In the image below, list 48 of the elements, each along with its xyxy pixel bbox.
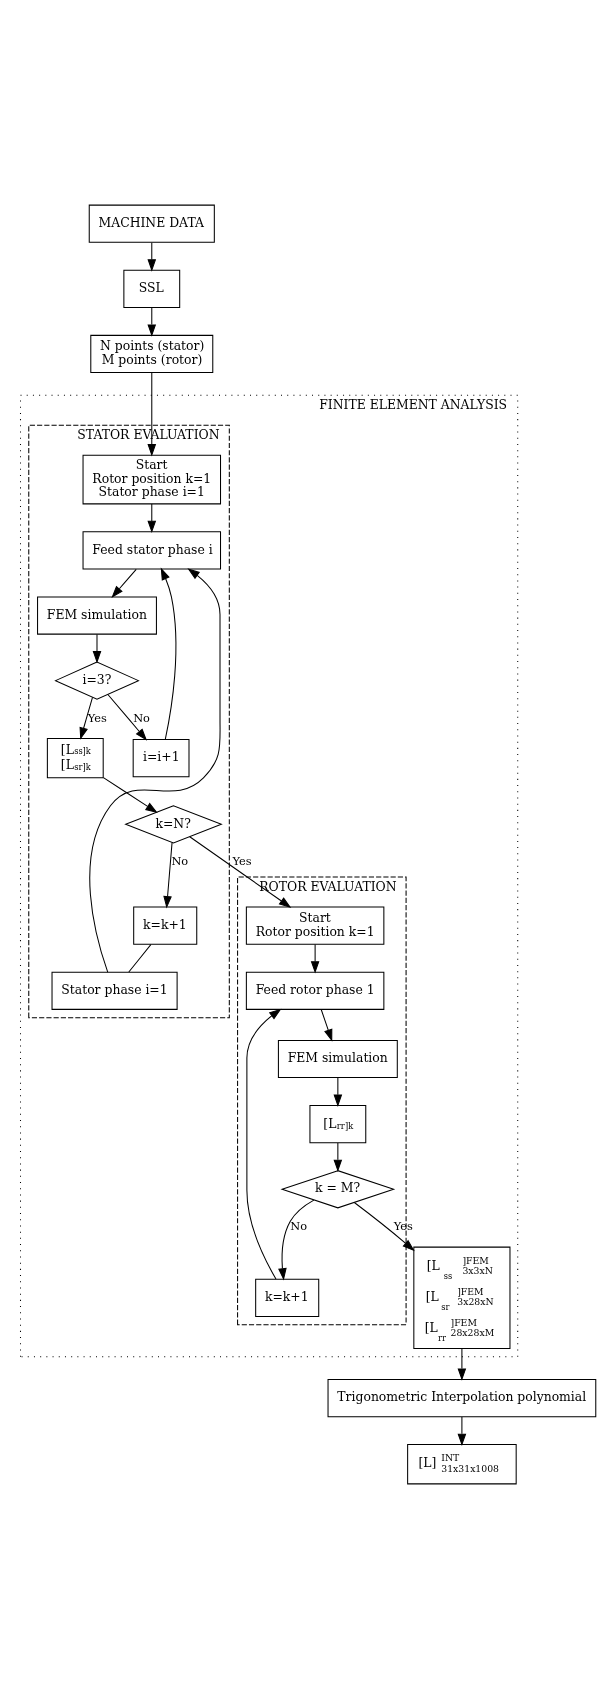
- node-diamond: i=3?: [54, 661, 140, 700]
- node-box: [Lrr]k: [309, 1104, 367, 1143]
- connector: [128, 943, 152, 973]
- arrow: [102, 776, 158, 813]
- arrow: [333, 1142, 343, 1172]
- node-box: Feed rotor phase 1: [245, 971, 385, 1010]
- node-box: [Lss]FEM3x3xN [Lsr]FEM3x28xN [Lrr]FEM28x28xM: [413, 1246, 511, 1349]
- arrow: [92, 633, 102, 663]
- arrow: [246, 1008, 282, 1280]
- edge-label: No: [133, 710, 150, 725]
- arrow: [320, 1008, 333, 1042]
- arrow: [310, 943, 320, 974]
- arrow: [278, 1199, 315, 1281]
- node-box: Stator phase i=1: [51, 971, 178, 1010]
- arrow: [457, 1347, 467, 1381]
- arrow: [457, 1415, 467, 1446]
- node-box: FEM simulation: [37, 595, 157, 635]
- arrow: [163, 841, 173, 908]
- node-box: FEM simulation: [277, 1039, 398, 1078]
- arrow: [353, 1201, 415, 1251]
- arrow: [160, 567, 177, 740]
- node-box: N points (stator) M points (rotor): [90, 334, 214, 373]
- arrow: [79, 696, 93, 740]
- edge-label: No: [290, 1218, 308, 1233]
- node-box: MACHINE DATA: [88, 204, 215, 243]
- arrow: [111, 568, 137, 598]
- node-box: k=k+1: [133, 906, 198, 945]
- node-box: Trigonometric Interpolation polynomial: [327, 1378, 597, 1417]
- edge-label: Yes: [393, 1218, 413, 1233]
- arrow: [147, 241, 157, 272]
- node-box: Feed stator phase i: [82, 530, 222, 570]
- node-box: [Lss]k [Lsr]k: [46, 737, 104, 778]
- arrow: [89, 567, 221, 973]
- node-box: i=i+1: [132, 738, 190, 777]
- edge-label: No: [171, 853, 189, 868]
- node-box: k=k+1: [255, 1278, 320, 1317]
- arrow: [189, 835, 292, 908]
- arrow: [147, 502, 157, 533]
- arrow: [147, 306, 157, 337]
- arrow: [107, 693, 148, 741]
- arrow: [147, 371, 157, 457]
- node-box: Start Rotor position k=1: [245, 906, 385, 945]
- node-diamond: k = M?: [280, 1169, 396, 1208]
- node-box: SSL: [123, 269, 181, 308]
- arrow: [333, 1076, 343, 1107]
- edge-label: Yes: [87, 710, 107, 725]
- edge-label: Yes: [232, 853, 252, 868]
- node-box: Start Rotor position k=1 Stator phase i=1: [82, 454, 222, 504]
